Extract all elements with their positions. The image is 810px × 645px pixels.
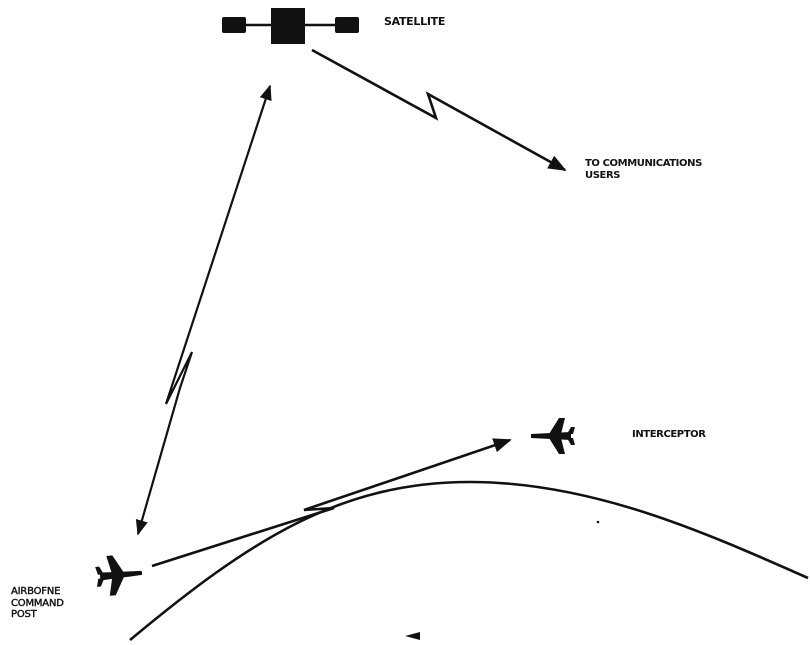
airborne-command-post-label-line-3: POST [11,609,37,620]
satellite-to-users-link [311,48,567,172]
stray-dot-mark [596,520,600,524]
airborne-command-post-label-line-1: AIRBOFNE [11,586,61,597]
satellite-icon [222,8,359,44]
command-post-interceptor-link [151,438,512,568]
communications-users-label: TO COMMUNICATIONS USERS [585,158,702,181]
interceptor-label: INTERCEPTOR [632,429,706,440]
command-post-aircraft-icon [95,555,143,596]
partial-arrowhead-mark [405,632,420,640]
communications-users-label-line-2: USERS [585,169,621,181]
command-post-satellite-link [135,84,272,536]
earth-horizon-curve [129,480,809,641]
communications-users-label-line-1: TO COMMUNICATIONS [585,158,702,169]
airborne-command-post-label-line-2: COMMAND [11,597,64,609]
interceptor-aircraft-icon [531,418,575,454]
airborne-command-post-label: AIRBOFNE COMMAND POST [11,586,64,621]
satellite-label: SATELLITE [384,15,446,28]
